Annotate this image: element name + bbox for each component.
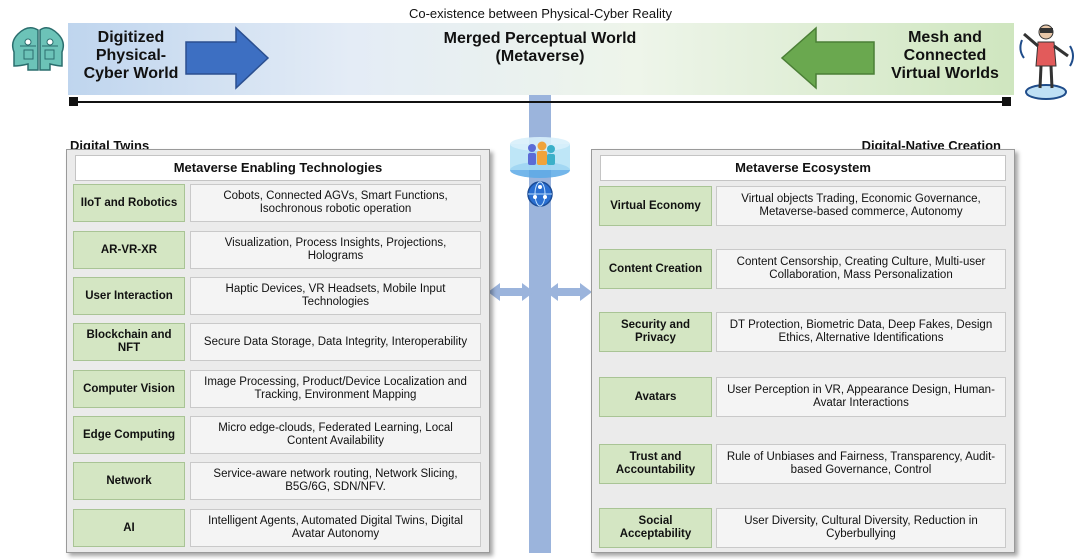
left-connector-arrow-icon: [488, 283, 534, 301]
digital-brain-icon: [11, 27, 65, 71]
tech-value-user-interaction: Haptic Devices, VR Headsets, Mobile Inpu…: [190, 277, 481, 315]
tech-key-edge-computing: Edge Computing: [73, 416, 185, 454]
eco-key-social-acceptability: Social Acceptability: [599, 508, 712, 548]
right-connector-arrow-icon: [546, 283, 592, 301]
enabling-technologies-title: Metaverse Enabling Technologies: [75, 155, 481, 181]
banner-center-label: Merged Perceptual World (Metaverse): [443, 30, 637, 65]
tech-value-computer-vision: Image Processing, Product/Device Localiz…: [190, 370, 481, 408]
tech-key-network: Network: [73, 462, 185, 500]
tech-key-ar-vr-xr: AR-VR-XR: [73, 231, 185, 269]
eco-value-avatars: User Perception in VR, Appearance Design…: [716, 377, 1006, 417]
timeline-end-marker: [1002, 97, 1011, 106]
tech-key-ai: AI: [73, 509, 185, 547]
globe-icon: [527, 181, 553, 207]
eco-key-trust-accountability: Trust and Accountability: [599, 444, 712, 484]
tech-key-iiot-robotics: IIoT and Robotics: [73, 184, 185, 222]
central-connector-bar: [529, 95, 551, 553]
tech-key-user-interaction: User Interaction: [73, 277, 185, 315]
tech-value-ai: Intelligent Agents, Automated Digital Tw…: [190, 509, 481, 547]
eco-value-social-acceptability: User Diversity, Cultural Diversity, Redu…: [716, 508, 1006, 548]
banner-left-label: Digitized Physical- Cyber World: [83, 29, 179, 82]
tech-value-blockchain-nft: Secure Data Storage, Data Integrity, Int…: [190, 323, 481, 361]
timeline-line: [73, 101, 1008, 103]
tech-key-blockchain-nft: Blockchain and NFT: [73, 323, 185, 361]
tech-value-edge-computing: Micro edge-clouds, Federated Learning, L…: [190, 416, 481, 454]
eco-value-content-creation: Content Censorship, Creating Culture, Mu…: [716, 249, 1006, 289]
group-users-icon: [510, 137, 570, 178]
banner-right-label: Mesh and Connected Virtual Worlds: [891, 29, 999, 82]
diagram-caption: Co-existence between Physical-Cyber Real…: [408, 6, 672, 21]
eco-value-virtual-economy: Virtual objects Trading, Economic Govern…: [716, 186, 1006, 226]
eco-key-content-creation: Content Creation: [599, 249, 712, 289]
eco-key-avatars: Avatars: [599, 377, 712, 417]
eco-key-security-privacy: Security and Privacy: [599, 312, 712, 352]
tech-value-ar-vr-xr: Visualization, Process Insights, Project…: [190, 231, 481, 269]
tech-key-computer-vision: Computer Vision: [73, 370, 185, 408]
tech-value-iiot-robotics: Cobots, Connected AGVs, Smart Functions,…: [190, 184, 481, 222]
eco-value-trust-accountability: Rule of Unbiases and Fairness, Transpare…: [716, 444, 1006, 484]
tech-value-network: Service-aware network routing, Network S…: [190, 462, 481, 500]
right-arrow-icon: [185, 26, 270, 90]
vr-user-icon: [1019, 24, 1074, 100]
eco-key-virtual-economy: Virtual Economy: [599, 186, 712, 226]
metaverse-ecosystem-title: Metaverse Ecosystem: [600, 155, 1006, 181]
timeline-start-marker: [69, 97, 78, 106]
eco-value-security-privacy: DT Protection, Biometric Data, Deep Fake…: [716, 312, 1006, 352]
left-arrow-icon: [780, 26, 875, 90]
